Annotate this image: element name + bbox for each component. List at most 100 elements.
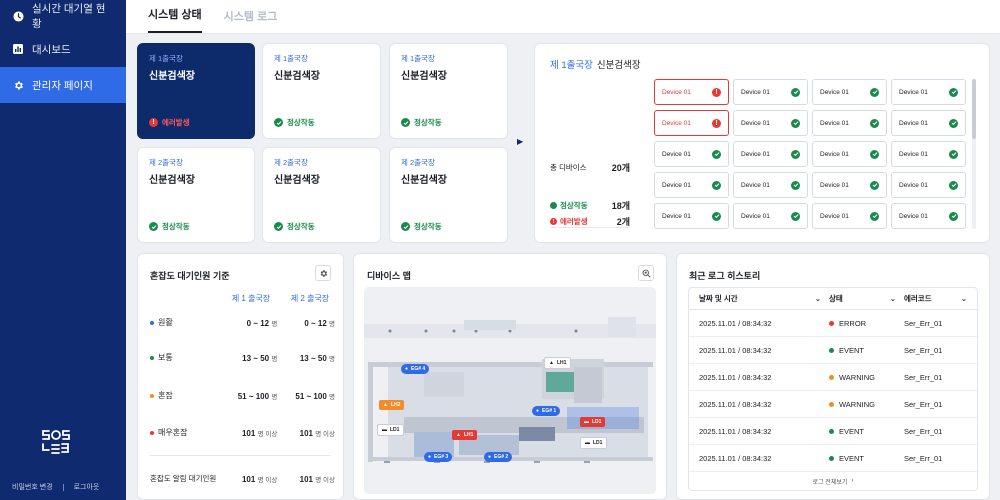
device-map-panel: 디바이스 맵: [353, 253, 667, 500]
status-cell: ERROR: [829, 319, 904, 328]
view-all-logs-link[interactable]: 로그 전체보기›: [689, 472, 977, 490]
device-tile[interactable]: Device 01: [733, 203, 808, 229]
map-tag-lh1-error[interactable]: ▲LH1: [452, 430, 478, 440]
sort-time-header[interactable]: 날짜 및 시간⌄: [699, 293, 829, 304]
map-tag-ld1-error[interactable]: ▬LD1: [580, 417, 606, 427]
check-icon: [401, 118, 410, 127]
value: 13 ~ 50: [299, 353, 327, 363]
device-tile[interactable]: Device 01: [891, 172, 966, 198]
status-text: 정상작동: [414, 222, 442, 231]
date: 2025.11.01: [699, 345, 736, 355]
device-tile[interactable]: Device 01: [812, 141, 887, 167]
floor-map[interactable]: ●EG# 4 ▲LH1 ▲LH2 ●EG# 1 ▬LD1 ▲LH1 ▬LD1 ▬…: [364, 287, 656, 494]
sidebar-item-dashboard[interactable]: 대시보드: [0, 31, 126, 67]
device-tile[interactable]: Device 01: [891, 203, 966, 229]
line-card[interactable]: 제 2출국장 신분검색장 정상작동: [137, 147, 255, 243]
map-tag-eg2[interactable]: ●EG# 2: [484, 452, 513, 462]
sort-code-header[interactable]: 에러코드⌄: [904, 293, 967, 304]
scrollbar[interactable]: [972, 79, 976, 229]
device-tile[interactable]: Device 01: [733, 79, 808, 105]
sidebar-item-admin-page[interactable]: 관리자 페이지: [0, 67, 126, 103]
device-tile[interactable]: Device 01: [891, 110, 966, 136]
tag-label: EG# 4: [411, 366, 426, 372]
device-tile[interactable]: Device 01: [812, 203, 887, 229]
status-text: 정상작동: [287, 222, 315, 231]
scrollbar-thumb[interactable]: [972, 79, 976, 139]
error-icon: !: [149, 118, 158, 127]
device-tile[interactable]: Device 01: [733, 141, 808, 167]
sort-status-header[interactable]: 상태⌄: [829, 293, 904, 304]
map-tag-ld1-right[interactable]: ▬LD1: [580, 437, 608, 449]
status-badge: 정상작동: [149, 221, 190, 232]
line-card-error[interactable]: 제 1출국장 신분검색장 !에러발생: [137, 43, 255, 139]
check-icon: [870, 118, 879, 128]
tab-system-log[interactable]: 시스템 로그: [223, 11, 278, 23]
time: 08:34:32: [742, 318, 772, 328]
congestion-row: 혼잡 51 ~ 100 명 51 ~ 100 명: [150, 390, 335, 401]
device-tile[interactable]: Device 01: [891, 141, 966, 167]
map-tag-eg1[interactable]: ●EG# 1: [532, 406, 561, 416]
change-password-link[interactable]: 비밀번호 변경: [12, 484, 53, 491]
device-tile[interactable]: Device 01: [812, 79, 887, 105]
row-label-text: 매우혼잡: [158, 428, 188, 437]
station-name: 신분검색장: [274, 175, 320, 186]
date: 2025.11.01: [699, 318, 736, 328]
tab-system-status[interactable]: 시스템 상태: [148, 6, 202, 33]
logout-link[interactable]: 로그아웃: [73, 484, 100, 491]
station-name: 신분검색장: [274, 71, 320, 82]
value-line2: 13 ~ 50 명: [277, 353, 335, 363]
line-card[interactable]: 제 2출국장 신분검색장 정상작동: [389, 147, 508, 243]
shield-icon: ●: [405, 366, 409, 372]
row-label-text: 원활: [158, 318, 173, 327]
status-dot: [829, 320, 834, 326]
device-tile[interactable]: Device 01: [733, 172, 808, 198]
status-text: 에러발생: [162, 118, 190, 127]
clock-icon: [12, 10, 24, 22]
device-name: Device 01: [899, 88, 928, 96]
value: 51 ~ 100: [295, 391, 327, 401]
status-dot: [150, 393, 154, 398]
shield-icon: ●: [536, 408, 540, 414]
divider: [62, 483, 64, 491]
zoom-button[interactable]: [638, 265, 654, 281]
tag-label: LH2: [390, 402, 401, 408]
tag-label: EG# 3: [434, 454, 449, 460]
device-tile[interactable]: Device 01!: [654, 79, 729, 105]
column-header: 제 1 출국장: [231, 294, 271, 303]
settings-button[interactable]: [315, 265, 331, 281]
line-label: 제 2출국장: [274, 158, 308, 167]
device-tile[interactable]: Device 01: [891, 79, 966, 105]
time: 08:34:32: [742, 372, 772, 382]
line-card[interactable]: 제 2출국장 신분검색장 정상작동: [262, 147, 381, 243]
device-tile[interactable]: Device 01: [812, 110, 887, 136]
map-tag-lh1[interactable]: ▲LH1: [544, 357, 572, 369]
device-tile[interactable]: Device 01: [733, 110, 808, 136]
map-tag-eg4[interactable]: ●EG# 4: [401, 364, 430, 374]
map-tag-eg3[interactable]: ●EG# 3: [424, 452, 453, 462]
detail-station: 신분검색장: [596, 60, 641, 71]
device-tile[interactable]: Device 01!: [654, 110, 729, 136]
map-tag-ld1-left[interactable]: ▬LD1: [377, 424, 405, 436]
device-tile[interactable]: Device 01: [654, 141, 729, 167]
ok-devices: 정상작동 18개: [550, 199, 630, 212]
check-icon: [149, 222, 158, 231]
sidebar-item-realtime-queue[interactable]: 실시간 대기열 현황: [0, 1, 126, 31]
device-tile[interactable]: Device 01: [654, 172, 729, 198]
device-tile[interactable]: Device 01: [654, 203, 729, 229]
device-name: Device 01: [820, 212, 849, 220]
status-dot: [829, 347, 834, 353]
line-card[interactable]: 제 1출국장 신분검색장 정상작동: [389, 43, 508, 139]
map-tag-lh2[interactable]: ▲LH2: [379, 400, 405, 410]
status-text: EVENT: [839, 426, 865, 436]
row-label: 보통: [150, 352, 220, 363]
time: 08:34:32: [742, 399, 772, 409]
line-card[interactable]: 제 1출국장 신분검색장 정상작동: [262, 43, 381, 139]
device-tile[interactable]: Device 01: [812, 172, 887, 198]
